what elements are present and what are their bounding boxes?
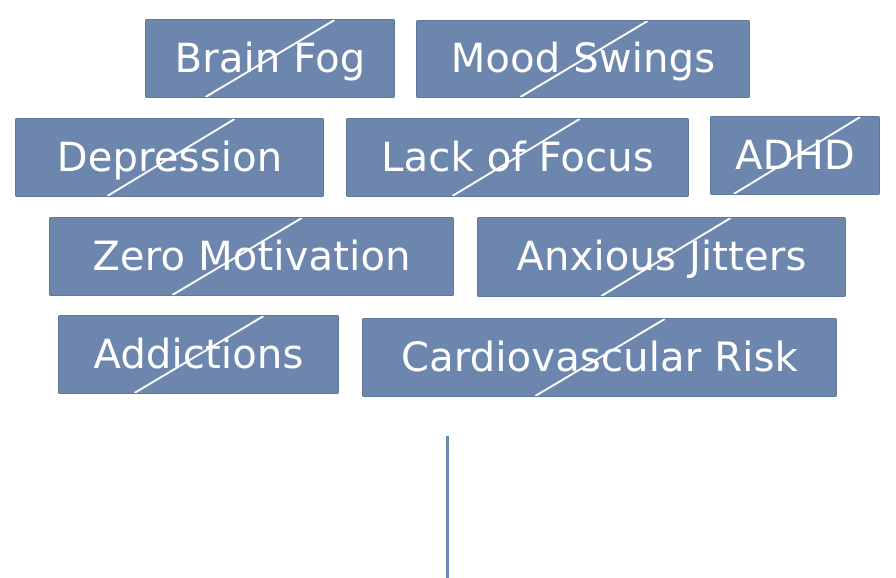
tag-label: Anxious Jitters	[516, 234, 807, 280]
tag-label: Cardiovascular Risk	[400, 334, 799, 381]
tag-label: Zero Motivation	[92, 233, 411, 280]
tag-brain-fog: Brain Fog	[145, 19, 395, 98]
tag-depression: Depression	[15, 118, 324, 197]
tag-addictions: Addictions	[58, 315, 339, 394]
vertical-connector-line	[446, 436, 449, 578]
tag-label: Brain Fog	[174, 35, 366, 82]
tag-cardiovascular-risk: Cardiovascular Risk	[362, 318, 837, 397]
tag-lack-of-focus: Lack of Focus	[346, 118, 689, 197]
tag-adhd: ADHD	[710, 116, 880, 195]
tag-label: Addictions	[93, 331, 304, 378]
tag-label: Mood Swings	[450, 36, 716, 82]
tag-label: Depression	[56, 134, 283, 181]
tag-zero-motivation: Zero Motivation	[49, 217, 454, 296]
tag-mood-swings: Mood Swings	[416, 20, 750, 98]
tag-anxious-jitters: Anxious Jitters	[477, 217, 846, 297]
tag-label: ADHD	[735, 132, 855, 179]
tag-label: Lack of Focus	[381, 134, 654, 181]
